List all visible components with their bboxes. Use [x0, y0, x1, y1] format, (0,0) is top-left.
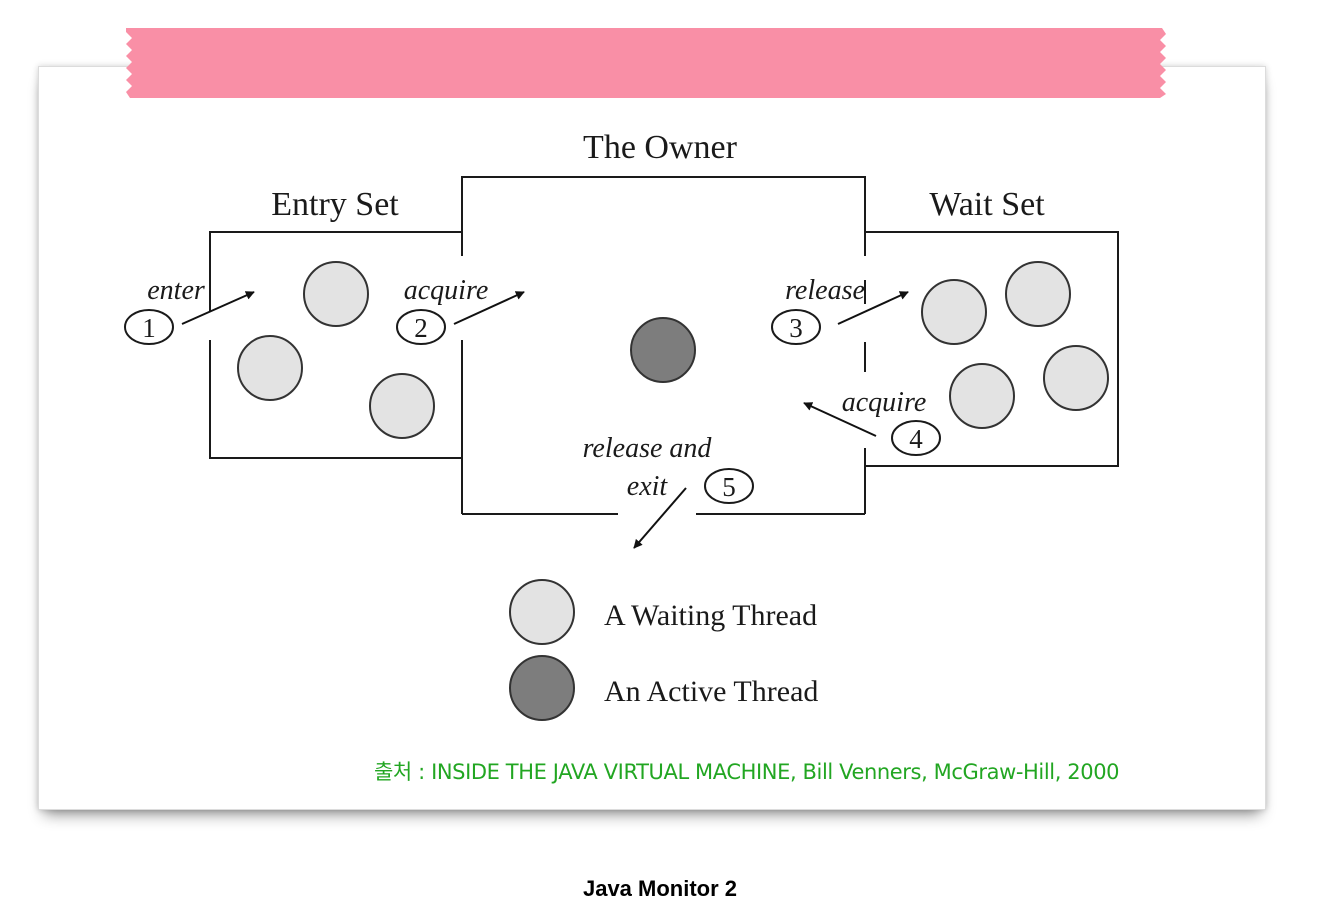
owner-label: The Owner [583, 129, 738, 166]
release-arrow [837, 291, 909, 325]
step-3-number: 3 [789, 313, 803, 343]
step-2-badge [396, 309, 446, 345]
step-1-badge [124, 309, 174, 345]
step-4-badge [891, 420, 941, 456]
legend: A Waiting Thread An Active Thread [509, 579, 818, 721]
acquire-arrow [453, 291, 525, 325]
waiting-thread [949, 363, 1015, 429]
entry-set-label: Entry Set [271, 186, 399, 223]
waiting-thread [1005, 261, 1071, 327]
step-1-label: enter [147, 275, 205, 306]
legend-active-label: An Active Thread [604, 675, 818, 708]
legend-waiting-label: A Waiting Thread [604, 599, 817, 632]
wait-set-threads [921, 261, 1109, 429]
entry-set-box [209, 231, 462, 459]
waiting-thread [921, 279, 987, 345]
waiting-thread [1043, 345, 1109, 411]
source-note: 출처 : INSIDE THE JAVA VIRTUAL MACHINE, Bi… [374, 760, 1120, 784]
wait-set-box [865, 231, 1119, 467]
step-4-number: 4 [909, 424, 923, 454]
legend-waiting-swatch [509, 579, 575, 645]
reacquire-arrow [803, 402, 877, 437]
step-3-badge [771, 309, 821, 345]
waiting-thread [303, 261, 369, 327]
figure-caption: Java Monitor 2 [582, 876, 738, 901]
masking-tape [126, 28, 1166, 98]
enter-arrow [181, 291, 255, 325]
figure-card [38, 66, 1266, 810]
step-2-number: 2 [414, 313, 428, 343]
step-5-label-line1: release and [583, 433, 713, 464]
active-thread [630, 317, 696, 383]
owner-box [461, 176, 866, 515]
entry-set-threads [237, 261, 435, 439]
step-2-label: acquire [404, 275, 489, 306]
waiting-thread [369, 373, 435, 439]
legend-active-swatch [509, 655, 575, 721]
waiting-thread [237, 335, 303, 401]
step-4-label: acquire [842, 387, 927, 418]
wait-set-label: Wait Set [929, 186, 1045, 223]
step-5-label-line2: exit [627, 471, 669, 502]
exit-arrow [633, 487, 687, 549]
step-1-number: 1 [142, 313, 156, 343]
step-5-number: 5 [722, 472, 736, 502]
step-5-badge [704, 468, 754, 504]
step-3-label: release [785, 275, 865, 306]
